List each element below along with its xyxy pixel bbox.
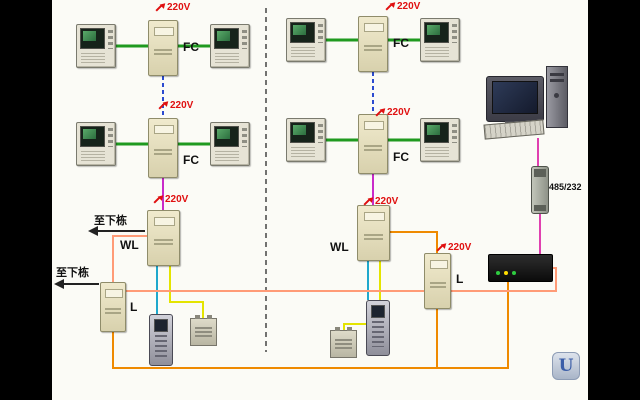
logo-letter: U: [558, 356, 574, 376]
label-220v-text: 220V: [375, 196, 399, 207]
label-to-next-building: 至下栋: [56, 267, 89, 279]
label-l: L: [456, 272, 464, 286]
label-fc: FC: [393, 150, 409, 164]
floor-distributor-fc: [358, 114, 388, 174]
wire-signal-yellow: [169, 261, 381, 330]
power-arrow-icon: [385, 1, 396, 12]
monitor-screen: [80, 126, 105, 147]
wiring-distributor-wl: [357, 205, 390, 261]
indoor-monitor: [286, 18, 326, 62]
power-arrow-icon: [375, 107, 386, 118]
indoor-monitor: [210, 24, 250, 68]
wire-audio-cyan: [156, 261, 369, 314]
label-220v: 220V: [158, 100, 193, 111]
power-arrow-icon: [436, 242, 447, 253]
label-220v-text: 220V: [387, 107, 411, 118]
monitor-screen: [80, 28, 105, 49]
indoor-monitor: [210, 122, 250, 166]
wire-riser-blue: [162, 72, 374, 118]
branch-distributor-l: [424, 253, 451, 309]
indoor-monitor: [420, 118, 460, 162]
label-485-232: 485/232: [549, 182, 582, 192]
indoor-monitor: [420, 18, 460, 62]
label-220v-text: 220V: [167, 2, 191, 13]
monitor-screen: [214, 28, 239, 49]
computer-tower: [546, 66, 568, 128]
label-fc: FC: [393, 36, 409, 50]
indoor-monitor: [76, 122, 116, 166]
power-arrow-icon: [153, 194, 164, 205]
wire-pc-pink: [537, 138, 541, 254]
floor-distributor-fc: [358, 16, 388, 72]
label-to-next-building: 至下栋: [94, 215, 127, 227]
monitor-screen: [214, 126, 239, 147]
label-fc: FC: [183, 153, 199, 167]
label-l: L: [130, 300, 138, 314]
wiring-distributor-wl: [147, 210, 180, 266]
label-220v: 220V: [363, 196, 398, 207]
wire-bus-salmon: [112, 235, 557, 292]
rs485-converter: [531, 166, 549, 214]
wire-power-magenta: [162, 174, 374, 210]
label-220v-text: 220V: [448, 242, 472, 253]
monitor-screen: [424, 22, 449, 43]
branch-distributor-l: [100, 282, 126, 332]
label-220v: 220V: [385, 1, 420, 12]
label-220v: 220V: [436, 242, 471, 253]
monitor-screen: [290, 22, 315, 43]
power-arrow-icon: [158, 100, 169, 111]
door-station: [149, 314, 173, 366]
indoor-monitor: [286, 118, 326, 162]
label-220v-text: 220V: [397, 1, 421, 12]
label-220v: 220V: [153, 194, 188, 205]
brand-logo-badge: U: [552, 352, 580, 380]
label-220v: 220V: [375, 107, 410, 118]
label-220v-text: 220V: [165, 194, 189, 205]
label-fc: FC: [183, 40, 199, 54]
floor-distributor-fc: [148, 118, 178, 178]
monitor-screen: [290, 122, 315, 143]
power-arrow-icon: [363, 196, 374, 207]
diagram-background: [52, 0, 588, 400]
management-controller: [488, 254, 553, 282]
label-wl: WL: [330, 240, 349, 254]
computer-screen: [492, 81, 538, 114]
power-supply-unit: [330, 327, 357, 358]
label-wl: WL: [120, 238, 139, 252]
label-220v: 220V: [155, 2, 190, 13]
label-220v-text: 220V: [170, 100, 194, 111]
monitor-screen: [424, 122, 449, 143]
power-supply-unit: [190, 315, 217, 346]
indoor-monitor: [76, 24, 116, 68]
to-next-building-arrows: [54, 226, 145, 289]
floor-distributor-fc: [148, 20, 178, 76]
computer-monitor: [486, 76, 544, 125]
power-arrow-icon: [155, 2, 166, 13]
door-station: [366, 300, 390, 356]
wire-video-green: [116, 38, 420, 146]
